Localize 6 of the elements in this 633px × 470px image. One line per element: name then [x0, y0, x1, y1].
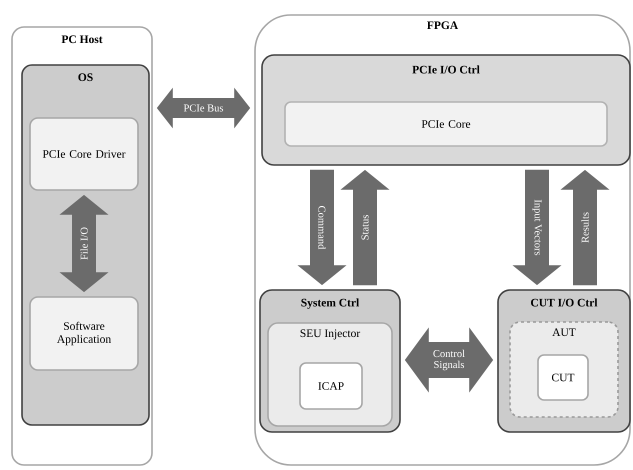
cut-box: CUT — [537, 354, 589, 401]
core-box: PCIe Core — [284, 101, 608, 147]
icap-box: ICAP — [299, 362, 363, 410]
edge-label: Control Signals — [423, 348, 475, 372]
driver-box: PCIe Core Driver — [29, 117, 139, 191]
application-box: Software Application — [29, 296, 139, 371]
